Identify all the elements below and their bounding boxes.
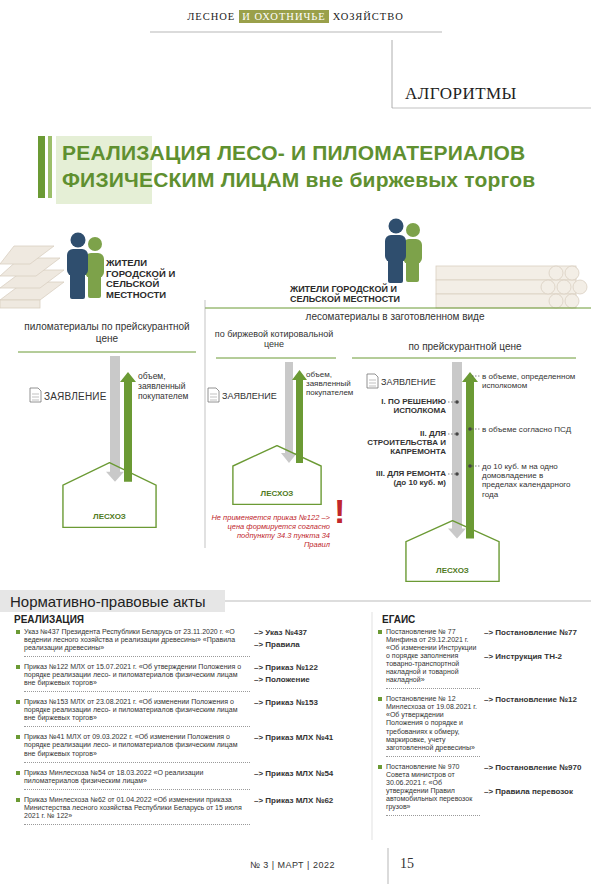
group-heading: ЕГАИС (382, 614, 482, 625)
act-short: –> Приказ МЛХ №54 (254, 769, 368, 778)
node-text: в объеме согласно ПСД (482, 425, 580, 434)
flow-arrow (292, 370, 307, 463)
act-short: –> Правила (254, 640, 368, 649)
node-text: ЖИТЕЛИ ГОРОДСКОЙ И СЕЛЬСКОЙ МЕСТНОСТИ (106, 258, 188, 301)
act-entry: Приказ Минлесхоза №62 от 01.04.2022 «Об … (24, 796, 250, 825)
branch-heading: пиломатериалы по прейскурантной цене (18, 321, 196, 344)
warning-note: Не применяется приказ №122 –> цена форми… (210, 514, 330, 549)
act-short: –> Приказ МЛХ №41 (254, 733, 368, 742)
node-text: III. ДЛЯ РЕМОНТА (до 10 куб. м) (362, 469, 446, 487)
journal-name-highlight: И ОХОТНИЧЬЕ (239, 10, 328, 23)
node-text: Не применяется приказ №122 –> цена форми… (210, 514, 330, 549)
issue-info: № 3 | МАРТ | 2022 (250, 860, 380, 870)
act-entry: Постановление № 970 Совета министров от … (386, 763, 480, 816)
case-box: I. ПО РЕШЕНИЮ ИСПОЛКОМА (362, 397, 446, 415)
page-title: РЕАЛИЗАЦИЯ ЛЕСО- И ПИЛОМАТЕРИАЛОВ ФИЗИЧЕ… (62, 140, 584, 194)
act-short: –> Инструкция ТН-2 (484, 652, 588, 661)
application-box: ЗАЯВЛЕНИЕ (44, 391, 108, 402)
act-entry: Приказ №153 МЛХ от 23.08.2021 г. «Об изм… (24, 698, 250, 727)
house-shape (406, 521, 499, 582)
group-box: ЖИТЕЛИ ГОРОДСКОЙ И СЕЛЬСКОЙ МЕСТНОСТИ (106, 258, 188, 301)
node-text: ЗАЯВЛЕНИЕ (381, 377, 447, 387)
branch-heading: по прейскурантной цене (360, 341, 570, 353)
act-short: –> Указ №437 (254, 628, 368, 637)
result-box: объем, заявленный покупателем (306, 370, 362, 398)
node-text: объем, заявленный покупателем (306, 370, 362, 398)
node-text: ЖИТЕЛИ ГОРОДСКОЙ И СЕЛЬСКОЙ МЕСТНОСТИ (290, 284, 440, 304)
group-box: ЖИТЕЛИ ГОРОДСКОЙ И СЕЛЬСКОЙ МЕСТНОСТИ (290, 284, 440, 304)
node-text: объем, заявленный покупателем (138, 372, 202, 401)
result-box: в объеме согласно ПСД (482, 425, 580, 434)
node-text: ЗАЯВЛЕНИЕ (222, 391, 282, 401)
act-short: –> Приказ №153 (254, 698, 368, 707)
flow-arrow (462, 372, 478, 539)
leskhoz-house: ЛЕСХОЗ (405, 520, 500, 582)
leskhoz-house: ЛЕСХОЗ (232, 445, 322, 505)
section-name: АЛГОРИТМЫ (405, 84, 585, 104)
application-box: ЗАЯВЛЕНИЕ (222, 391, 282, 401)
journal-header: ЛЕСНОЕ И ОХОТНИЧЬЕ ХОЗЯЙСТВО (0, 10, 591, 23)
act-entry: Постановление № 12 Минлесхоза от 19.08.2… (386, 695, 480, 756)
act-short: –> Положение (254, 675, 368, 684)
page-number: 15 (400, 856, 440, 872)
act-short: –> Постановление №970 (484, 763, 588, 772)
act-short: –> Приказ №122 (254, 663, 368, 672)
branch-heading: по биржевой котировальной цене (212, 329, 336, 350)
result-box: в объеме, определенном исполкомом (482, 372, 580, 390)
group-heading: РЕАЛИЗАЦИЯ (14, 614, 134, 625)
node-text: ЛЕСХОЗ (93, 512, 126, 521)
node-text: в объеме, определенном исполкомом (482, 372, 580, 390)
case-box: II. ДЛЯ СТРОИТЕЛЬСТВА И КАПРЕМОНТА (362, 429, 446, 457)
node-text: I. ПО РЕШЕНИЮ ИСПОЛКОМА (362, 397, 446, 415)
house-shape (233, 446, 321, 505)
act-short: –> Постановление №77 (484, 628, 588, 637)
application-box: ЗАЯВЛЕНИЕ (381, 377, 447, 387)
node-text: Нормативно-правовые акты (10, 593, 206, 610)
warning-sign: ! (334, 494, 350, 528)
act-entry: Постановление № 77 Минфина от 29.12.2021… (386, 628, 480, 689)
flow-arrow (448, 362, 466, 539)
case-box: III. ДЛЯ РЕМОНТА (до 10 куб. м) (362, 469, 446, 487)
act-short: –> Правила перевозок (484, 787, 588, 796)
branch-heading: лесоматериалы в заготовленном виде (250, 311, 540, 323)
journal-name: ХОЗЯЙСТВО (333, 11, 404, 22)
section-band: Нормативно-правовые акты (0, 590, 225, 612)
act-entry: Приказ №41 МЛХ от 09.03.2022 г. «Об изме… (24, 733, 250, 762)
journal-name: ЛЕСНОЕ (187, 11, 235, 22)
act-entry: Приказ №122 МЛХ от 15.07.2021 г. «Об утв… (24, 663, 250, 692)
node-text: II. ДЛЯ СТРОИТЕЛЬСТВА И КАПРЕМОНТА (362, 429, 446, 457)
act-short: –> Постановление №12 (484, 695, 588, 704)
node-text: ЛЕСХОЗ (436, 566, 469, 575)
act-short: –> Приказ МЛХ №62 (254, 796, 368, 805)
result-box: объем, заявленный покупателем (138, 372, 202, 401)
act-entry: Указ №437 Президента Республики Беларусь… (24, 628, 250, 657)
act-entry: Приказ Минлесхоза №54 от 18.03.2022 «О р… (24, 769, 250, 790)
node-text: до 10 куб. м на одно домовладение в пред… (482, 462, 574, 499)
result-box: до 10 куб. м на одно домовладение в пред… (482, 462, 574, 499)
flow-arrow (120, 372, 136, 482)
house-shape (63, 463, 156, 528)
node-text: ЛЕСХОЗ (261, 489, 294, 498)
leskhoz-house: ЛЕСХОЗ (62, 462, 157, 528)
node-text: ЗАЯВЛЕНИЕ (44, 391, 108, 402)
